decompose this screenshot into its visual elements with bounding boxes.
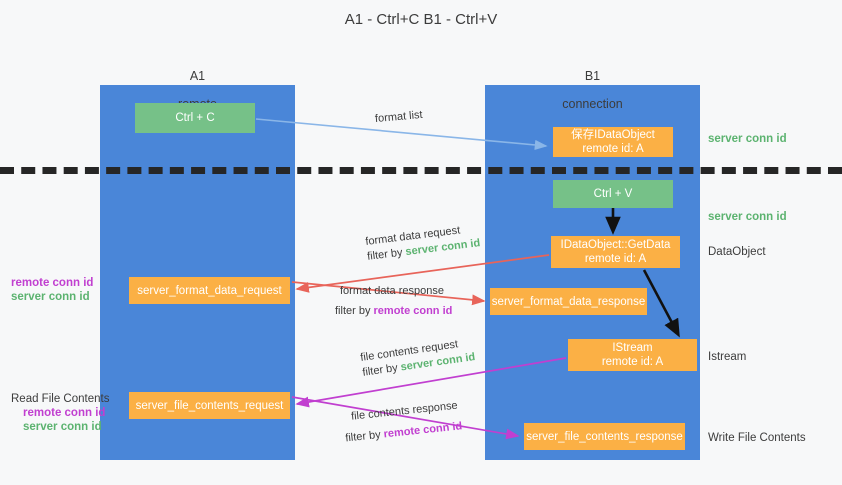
node-server-format-data-request-label: server_format_data_request — [137, 284, 282, 297]
node-server-file-contents-response[interactable]: server_file_contents_response — [524, 423, 685, 450]
label-dataobject: DataObject — [708, 246, 766, 258]
node-getdata-line2: remote id: A — [584, 253, 647, 265]
filter-prefix: filter by — [366, 246, 407, 263]
label-read-file-contents: Read File Contents — [11, 393, 110, 405]
lane-b1-header: B1 connection — [485, 55, 700, 125]
label-conn-ids-format: remote conn id server conn id — [11, 276, 93, 304]
edge-format-data-response — [291, 281, 486, 306]
filter-prefix: filter by — [361, 361, 402, 379]
node-idataobject-getdata[interactable]: IDataObject::GetData remote id: A — [551, 236, 680, 268]
edge-label-format-data-response-line1: format data response — [340, 285, 444, 297]
node-server-format-data-response-label: server_format_data_response — [491, 295, 646, 308]
node-server-format-data-request[interactable]: server_format_data_request — [129, 277, 290, 304]
edge-format-list — [255, 118, 548, 151]
edge-label-format-data-response: format data response filter by remote co… — [335, 284, 452, 319]
edge-file-contents-response — [291, 396, 520, 440]
label-server-conn-id-mid: server conn id — [708, 211, 787, 223]
label-remote-conn-id-file: remote conn id — [23, 407, 106, 419]
node-server-file-contents-request-label: server_file_contents_request — [135, 399, 284, 412]
edge-file-contents-request — [295, 357, 567, 408]
node-server-file-contents-response-label: server_file_contents_response — [526, 430, 683, 443]
page-title: A1 - Ctrl+C B1 - Ctrl+V — [344, 11, 498, 28]
node-save-idataobject-line2: remote id: A — [582, 143, 644, 155]
node-istream-line2: remote id: A — [601, 356, 664, 368]
label-server-conn-id-format: server conn id — [11, 291, 90, 303]
label-remote-conn-id-format: remote conn id — [11, 277, 94, 289]
node-istream-line1: IStream — [612, 342, 653, 354]
node-save-idataobject-line1: 保存IDataObject — [571, 129, 655, 141]
label-server-conn-id-file: server conn id — [23, 421, 102, 433]
node-server-file-contents-request[interactable]: server_file_contents_request — [129, 392, 290, 419]
lane-b1-subtitle: connection — [562, 97, 623, 111]
node-istream[interactable]: IStream remote id: A — [568, 339, 697, 371]
divider-dashed-line — [0, 167, 842, 174]
label-read-file-contents-block: Read File Contents remote conn id server… — [11, 392, 109, 434]
label-istream: Istream — [708, 351, 747, 363]
node-save-idataobject[interactable]: 保存IDataObject remote id: A — [553, 127, 673, 157]
filter-prefix: filter by — [344, 428, 385, 445]
node-ctrl-c-label: Ctrl + C — [175, 112, 215, 124]
label-server-conn-id-top: server conn id — [708, 133, 787, 145]
edge-getdata-to-istream — [642, 269, 680, 338]
filter-prefix: filter by — [335, 305, 374, 317]
node-ctrl-v[interactable]: Ctrl + V — [553, 180, 673, 208]
label-write-file-contents: Write File Contents — [708, 432, 806, 444]
filter-value-remote-conn-id: remote conn id — [373, 305, 453, 317]
edge-format-data-request — [295, 254, 550, 293]
lane-a1-title: A1 — [189, 69, 206, 83]
lane-b1-title: B1 — [584, 69, 601, 83]
edge-label-format-data-response-filter: filter by remote conn id — [335, 304, 452, 319]
node-ctrl-c[interactable]: Ctrl + C — [135, 103, 255, 133]
node-getdata-line1: IDataObject::GetData — [560, 239, 671, 251]
node-server-format-data-response[interactable]: server_format_data_response — [490, 288, 647, 315]
node-ctrl-v-label: Ctrl + V — [593, 188, 633, 200]
